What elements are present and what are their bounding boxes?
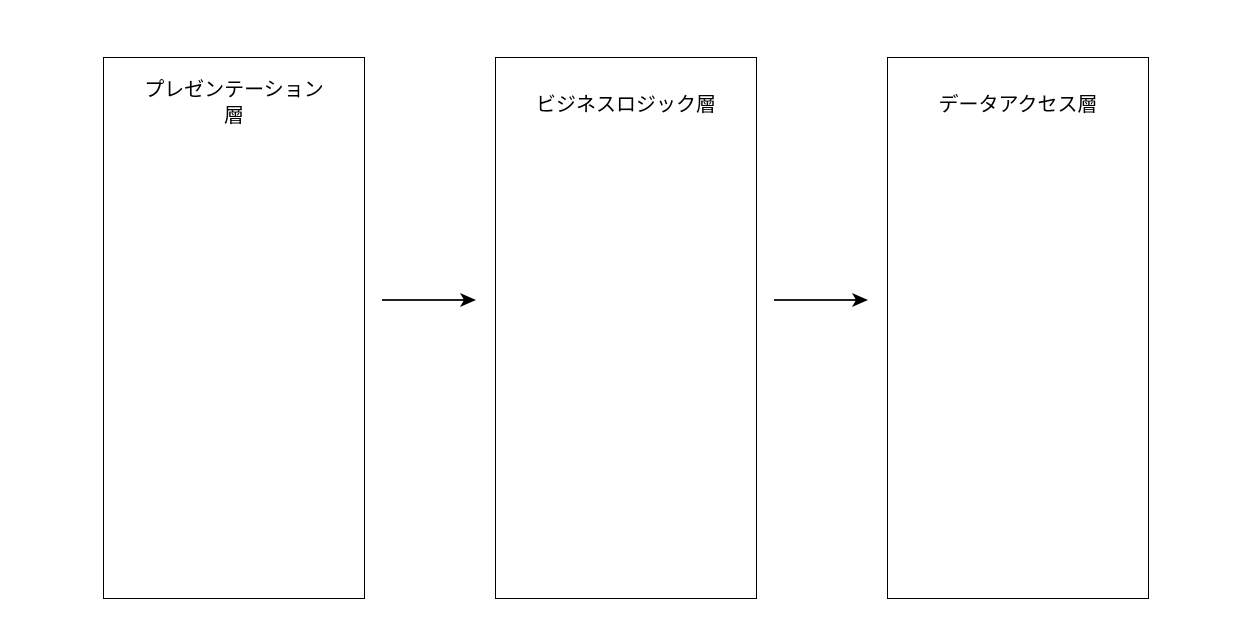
arrow-business-to-data [774,293,868,307]
data-access-layer-box: データアクセス層 [887,57,1149,599]
presentation-layer-label: プレゼンテーション 層 [144,77,324,127]
data-access-layer-label: データアクセス層 [938,92,1098,116]
business-logic-layer-label: ビジネスロジック層 [536,92,716,116]
business-logic-layer-box: ビジネスロジック層 [495,57,757,599]
presentation-layer-box: プレゼンテーション 層 [103,57,365,599]
arrow-presentation-to-business [382,293,476,307]
